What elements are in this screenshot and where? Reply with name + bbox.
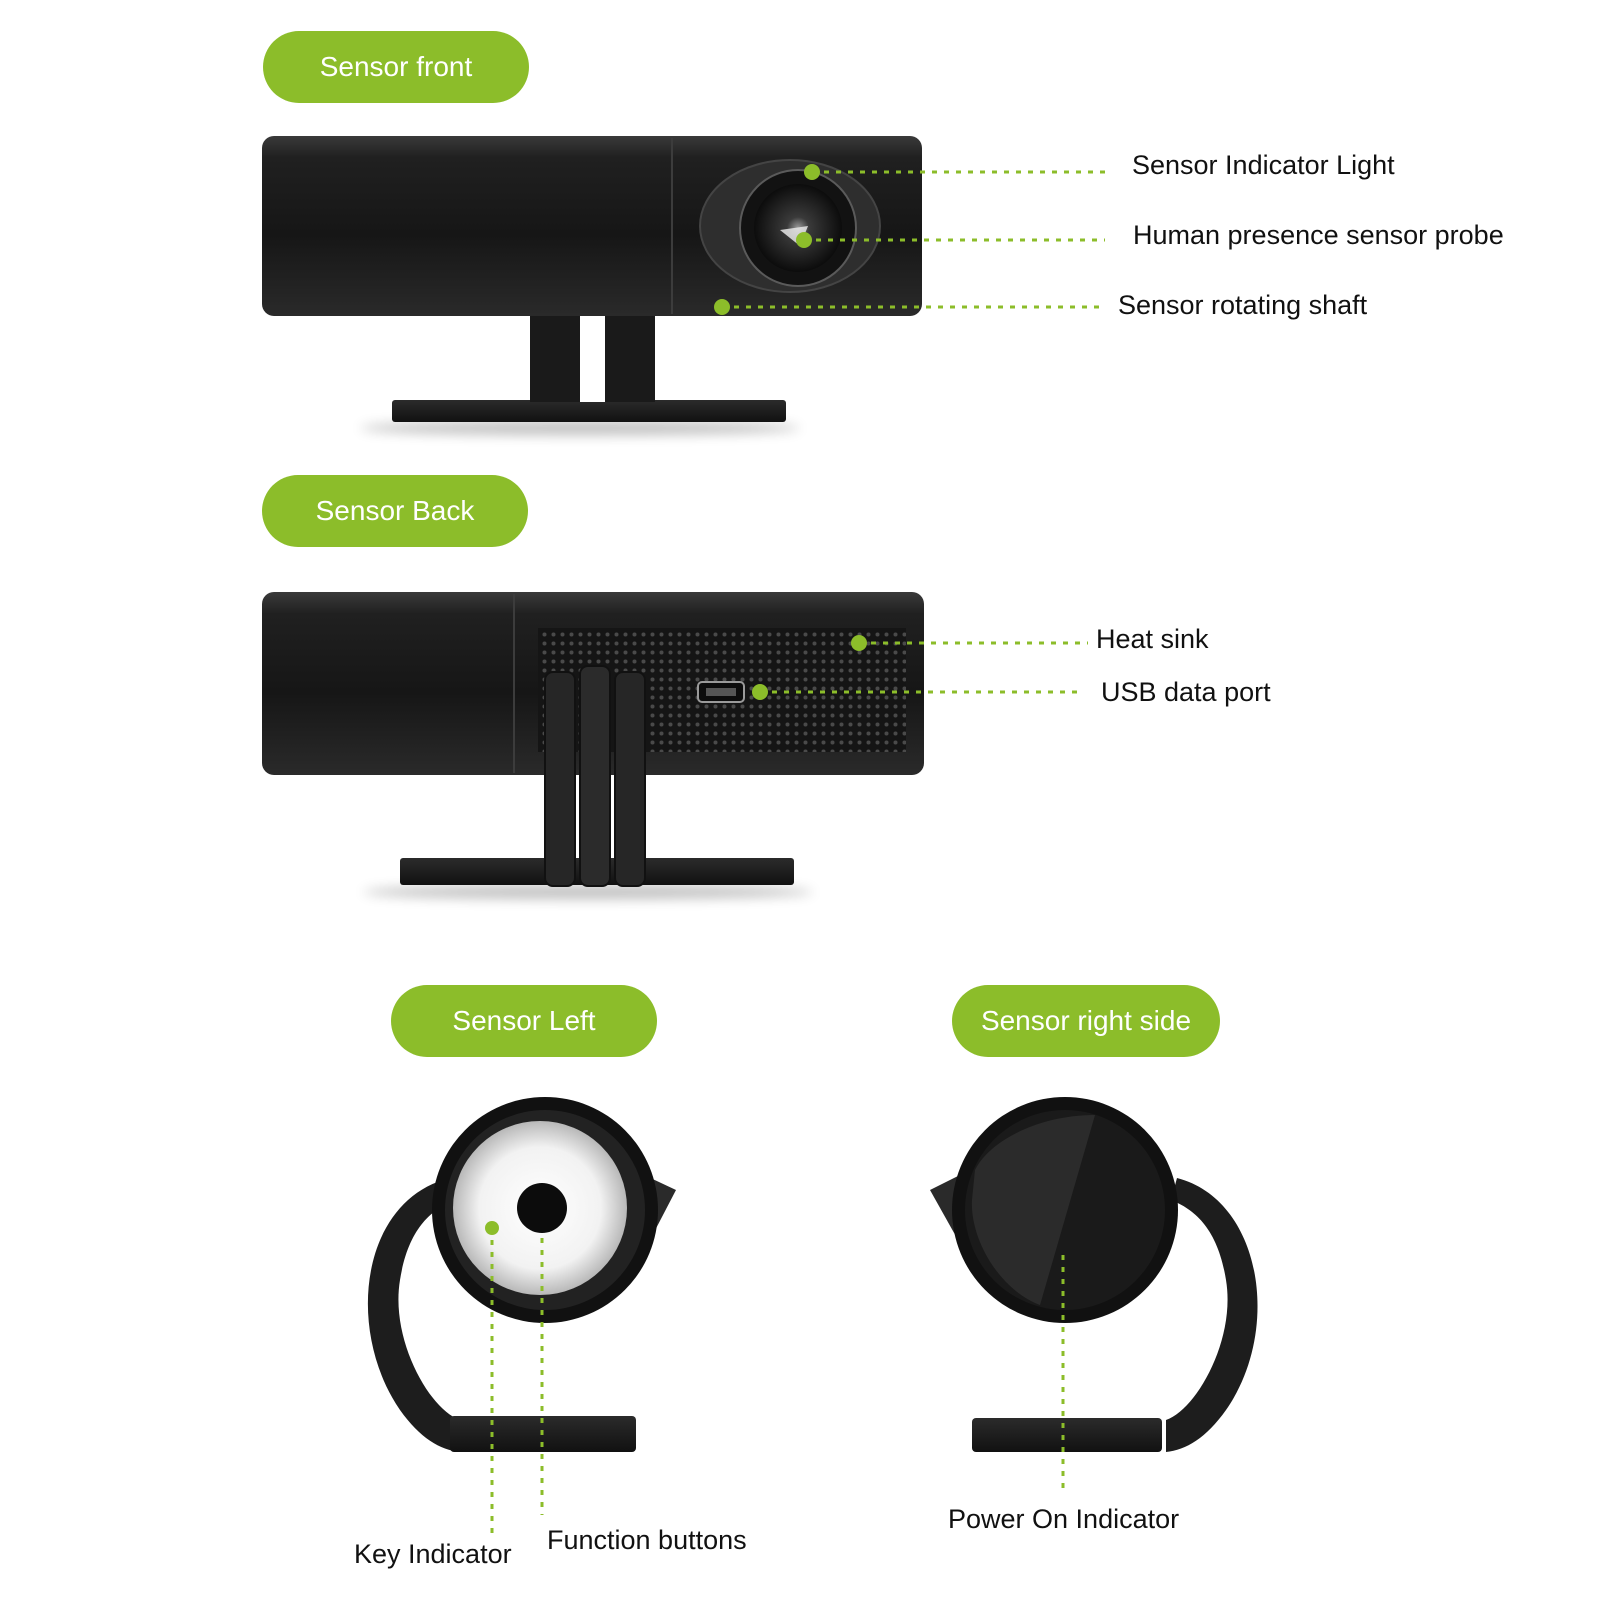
back-device — [262, 592, 924, 899]
presence-probe-dot — [796, 232, 812, 248]
rotating-shaft-dot — [714, 299, 730, 315]
section-pill-left: Sensor Left — [391, 985, 657, 1057]
label-function-buttons: Function buttons — [547, 1525, 747, 1555]
indicator-light-dot — [804, 164, 820, 180]
usb-port-dot — [752, 684, 768, 700]
left-stand-arc — [367, 1178, 460, 1452]
right-device — [930, 1097, 1258, 1452]
label-indicator-light: Sensor Indicator Light — [1132, 150, 1395, 180]
label-usb-port: USB data port — [1101, 677, 1271, 707]
section-pill-front: Sensor front — [263, 31, 529, 103]
label-presence-probe: Human presence sensor probe — [1133, 220, 1504, 250]
function-button — [517, 1183, 567, 1233]
label-key-indicator: Key Indicator — [354, 1539, 512, 1569]
back-post-1 — [544, 671, 576, 887]
front-post-right — [605, 310, 655, 402]
left-device — [367, 1097, 676, 1452]
back-post-2 — [579, 665, 611, 887]
front-device — [262, 136, 922, 435]
usb-port-inner — [706, 688, 736, 696]
section-title-front: Sensor front — [319, 51, 473, 82]
label-heat-sink: Heat sink — [1096, 624, 1209, 654]
section-title-right: Sensor right side — [980, 1005, 1192, 1036]
section-pill-right: Sensor right side — [952, 985, 1220, 1057]
front-post-left — [530, 310, 580, 402]
front-callouts — [714, 164, 1105, 315]
section-pill-back: Sensor Back — [262, 475, 528, 547]
right-disc-highlight — [971, 1115, 1095, 1305]
back-post-3 — [614, 671, 646, 887]
front-shadow — [360, 421, 800, 435]
front-base — [392, 400, 786, 422]
label-power-indicator: Power On Indicator — [948, 1504, 1180, 1534]
label-rotating-shaft: Sensor rotating shaft — [1118, 290, 1368, 320]
heat-sink-dot — [851, 635, 867, 651]
section-title-left: Sensor Left — [452, 1005, 596, 1036]
section-title-back: Sensor Back — [315, 495, 475, 526]
key-indicator-dot — [485, 1221, 499, 1235]
left-callouts — [485, 1221, 544, 1535]
back-shadow — [363, 885, 813, 899]
right-stand-arc — [1166, 1178, 1258, 1452]
front-post-gap — [580, 310, 605, 402]
back-callouts — [752, 635, 1088, 700]
right-base — [972, 1418, 1162, 1452]
